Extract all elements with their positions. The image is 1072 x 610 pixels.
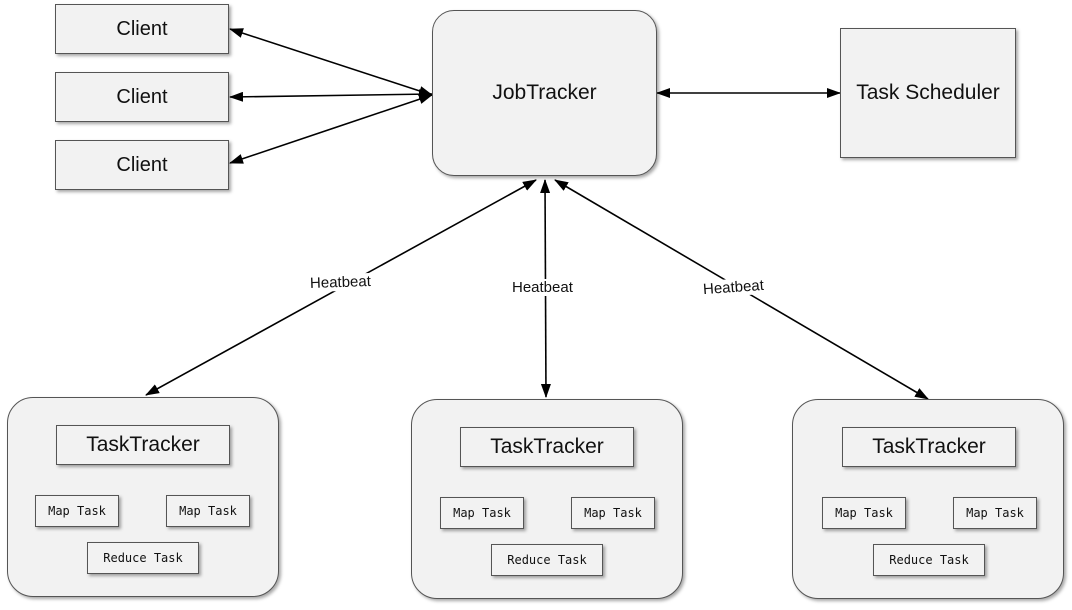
client-3-link [229,94,433,164]
client-1-link [229,28,433,96]
task-scheduler-box: Task Scheduler [840,28,1016,158]
client-2-link [229,89,433,102]
reduce-task-3: Reduce Task [873,544,985,576]
map-task-2b: Map Task [571,497,655,529]
map-task-3b: Map Task [953,497,1037,529]
client-box-3: Client [55,140,229,190]
map-task-3a: Map Task [822,497,906,529]
map-task-1a: Map Task [35,495,119,527]
reduce-task-2: Reduce Task [491,544,603,576]
reduce-task-1: Reduce Task [87,542,199,574]
tasktracker-2: TaskTracker [460,427,634,467]
client-box-2: Client [55,72,229,122]
map-task-1b: Map Task [166,495,250,527]
client-box-1: Client [55,4,229,54]
tasktracker-3: TaskTracker [842,427,1016,467]
heartbeat-label-left: Heatbeat [307,272,374,293]
map-task-2a: Map Task [440,497,524,529]
heartbeat-label-middle: Heatbeat [510,279,575,296]
tasktracker-1: TaskTracker [56,425,230,465]
jobtracker-box: JobTracker [432,10,657,176]
